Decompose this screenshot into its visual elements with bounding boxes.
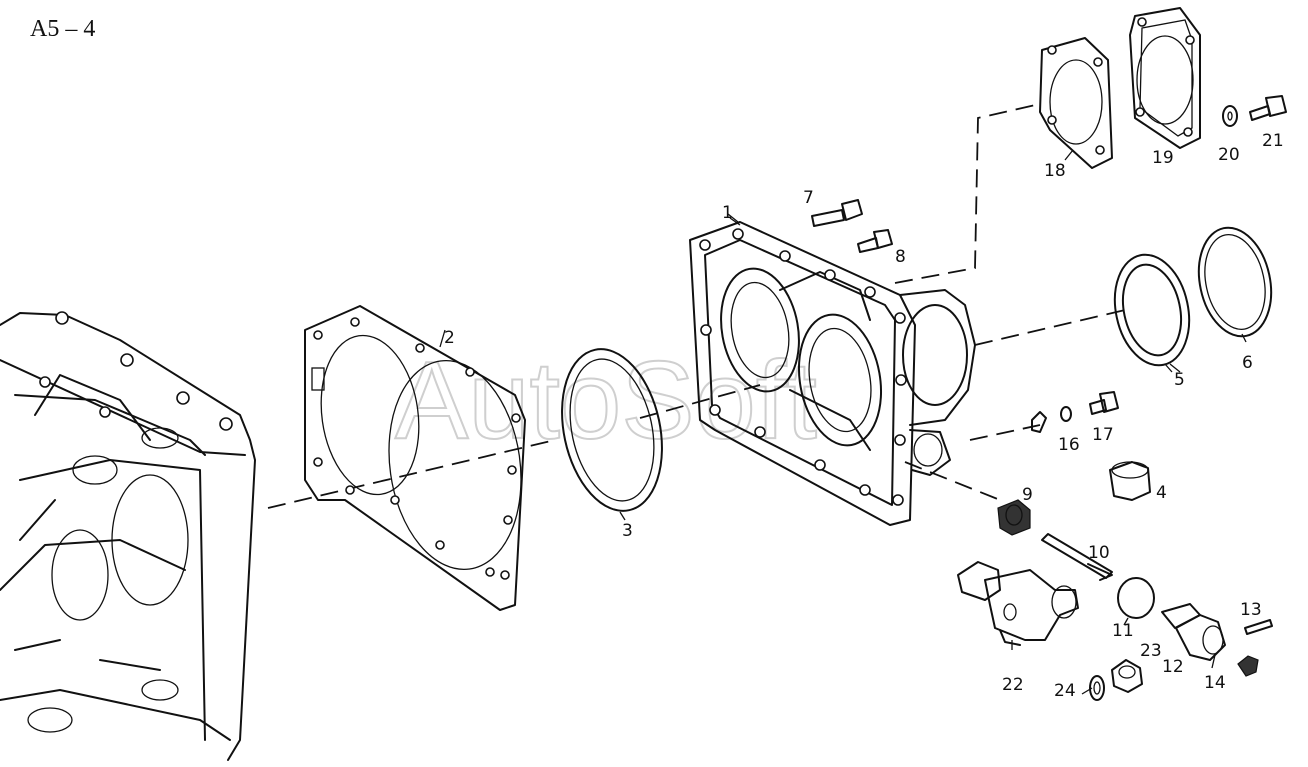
callout-19: 19 (1152, 148, 1174, 168)
callout-20: 20 (1218, 145, 1240, 165)
part-16-bracket (1031, 411, 1047, 433)
callout-7: 7 (803, 188, 814, 208)
callout-24: 24 (1054, 681, 1076, 701)
callout-23: 23 (1140, 641, 1162, 661)
part-8-bolt (857, 229, 893, 253)
part-3-ring (561, 348, 663, 521)
callout-12: 12 (1162, 657, 1184, 677)
callout-labels: 1 2 3 4 5 6 7 8 9 10 11 12 13 14 16 17 1… (444, 131, 1284, 701)
callout-13: 13 (1240, 600, 1262, 620)
part-1-housing (689, 217, 976, 526)
part-14-cap (1237, 655, 1259, 677)
part-19-cover-plate (1129, 7, 1201, 149)
transmission-housing (0, 311, 256, 761)
callout-5: 5 (1174, 370, 1185, 390)
callout-3: 3 (622, 521, 633, 541)
assembly-axis-lines (267, 103, 1126, 509)
callout-2: 2 (444, 328, 455, 348)
part-6-o-ring (1197, 226, 1273, 343)
page-reference: A5 – 4 (30, 16, 96, 42)
part-24-washer (1089, 675, 1105, 701)
part-2-gasket (304, 305, 526, 611)
callout-14: 14 (1204, 673, 1226, 693)
part-20-washer (1222, 105, 1238, 127)
watermark-text: AutoSoft (395, 339, 817, 462)
callout-18: 18 (1044, 161, 1066, 181)
callout-17: 17 (1092, 425, 1114, 445)
part-12-sender (1161, 603, 1226, 661)
callout-4: 4 (1156, 483, 1167, 503)
part-13-pin (1244, 619, 1273, 635)
part-21-bolt (1249, 95, 1287, 121)
callout-16: 16 (1058, 435, 1080, 455)
part-23-nut (1111, 659, 1143, 693)
part-5-seal (1113, 253, 1191, 373)
part-18-gasket-plate (1039, 37, 1113, 169)
part-11-o-ring (1117, 577, 1155, 626)
callout-22: 22 (1002, 675, 1024, 695)
part-9-gear (997, 499, 1031, 536)
callout-21: 21 (1262, 131, 1284, 151)
callout-leaders (727, 149, 1216, 695)
callout-11: 11 (1112, 621, 1134, 641)
part-22-drive-housing (957, 561, 1079, 646)
part-4-bushing (1109, 461, 1151, 501)
part-17-plug (1089, 391, 1119, 415)
callout-9: 9 (1022, 485, 1033, 505)
callout-6: 6 (1242, 353, 1253, 373)
part-16-washer (1060, 406, 1072, 422)
callout-1: 1 (722, 203, 733, 223)
callout-8: 8 (895, 247, 906, 267)
part-7-bolt (811, 199, 863, 227)
part-10-shaft (1041, 533, 1113, 581)
callout-10: 10 (1088, 543, 1110, 563)
